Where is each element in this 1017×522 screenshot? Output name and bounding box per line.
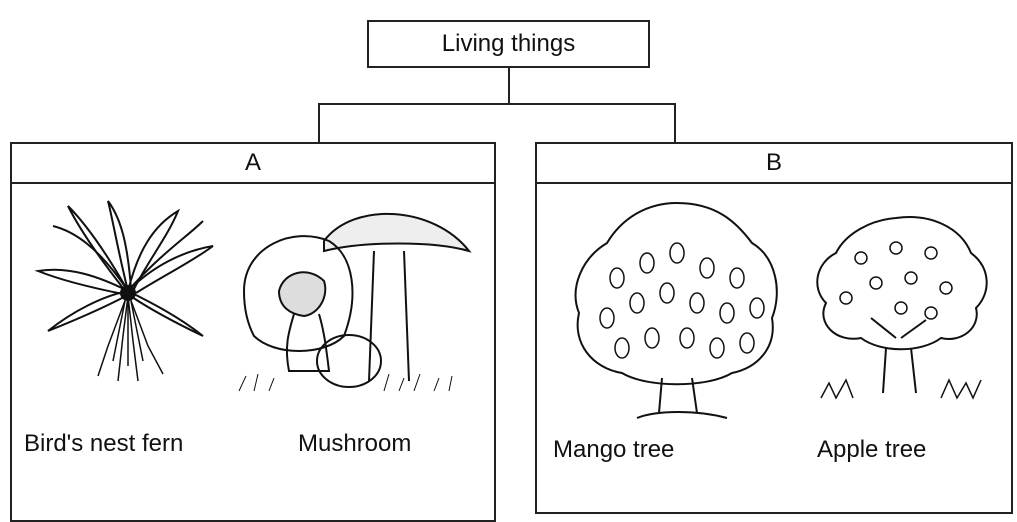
mango-tree-icon — [567, 198, 787, 428]
group-a: A — [10, 142, 496, 522]
item-label-mango: Mango tree — [553, 436, 674, 464]
item-label-apple: Apple tree — [817, 436, 926, 464]
apple-tree-icon — [801, 208, 1001, 418]
connector-bar — [318, 103, 676, 105]
mushroom-icon — [234, 196, 474, 396]
item-label-fern: Bird's nest fern — [24, 430, 183, 458]
connector-root-stem — [508, 68, 510, 104]
connector-b — [674, 103, 676, 143]
root-node: Living things — [367, 20, 650, 68]
group-b: B Mango tree Apple tree — [535, 142, 1013, 514]
item-label-mushroom: Mushroom — [298, 430, 411, 458]
fern-icon — [28, 196, 228, 386]
connector-a — [318, 103, 320, 143]
group-a-header: A — [12, 144, 494, 184]
root-label: Living things — [369, 22, 648, 66]
group-b-header: B — [537, 144, 1011, 184]
